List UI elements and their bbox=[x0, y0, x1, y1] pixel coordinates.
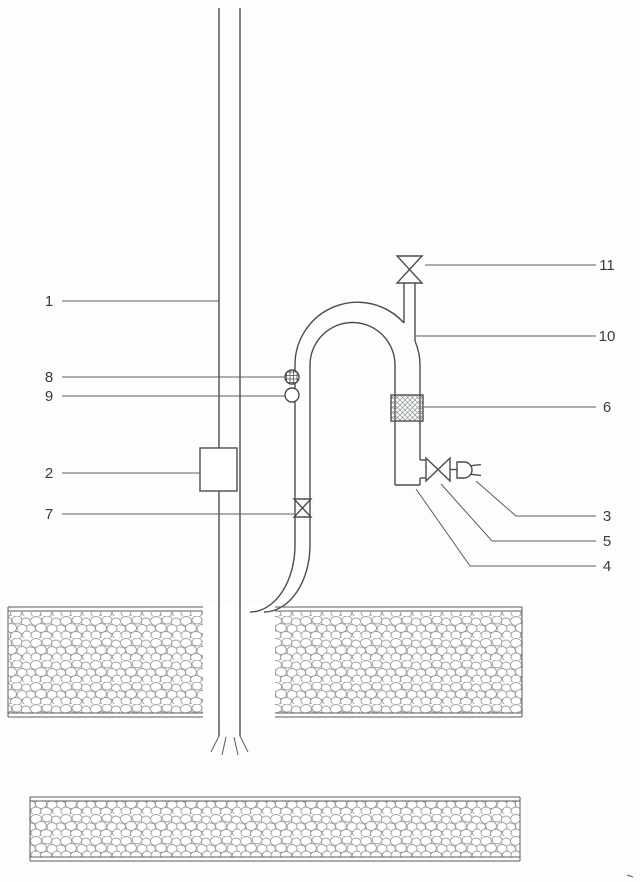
gravel-fill-lower bbox=[30, 801, 520, 857]
branch-pipe bbox=[420, 459, 426, 479]
callout-labels: 1 8 9 2 7 11 10 6 3 5 4 bbox=[45, 257, 616, 575]
leader-lines bbox=[62, 264, 596, 567]
arch-inner bbox=[309, 321, 396, 366]
arch-outer-right bbox=[414, 340, 421, 366]
riser-pipe bbox=[403, 283, 416, 341]
leader-5 bbox=[440, 483, 596, 542]
gooseneck-pipe bbox=[249, 301, 421, 613]
label-5: 5 bbox=[603, 533, 611, 550]
ground-layer-lower bbox=[29, 796, 521, 862]
leader-3 bbox=[475, 480, 596, 517]
main-pipe bbox=[210, 8, 249, 756]
arch-outer-left bbox=[294, 301, 405, 366]
label-2: 2 bbox=[45, 465, 53, 482]
sensor-8-hatch bbox=[285, 370, 299, 384]
label-7: 7 bbox=[45, 506, 53, 523]
sensor-9-icon bbox=[284, 387, 300, 403]
branch-valve-icon bbox=[425, 456, 451, 483]
label-6: 6 bbox=[603, 399, 611, 416]
valve-11-icon bbox=[395, 255, 424, 284]
label-8: 8 bbox=[45, 369, 53, 386]
plug-icon bbox=[450, 461, 482, 479]
bottom-curve-inner bbox=[263, 544, 311, 613]
filter-6 bbox=[390, 394, 424, 422]
device-box-2 bbox=[199, 447, 238, 492]
label-4: 4 bbox=[603, 558, 611, 575]
valve-7-icon bbox=[292, 498, 313, 518]
leader-4 bbox=[415, 488, 596, 567]
label-9: 9 bbox=[45, 388, 53, 405]
label-11: 11 bbox=[599, 257, 615, 274]
pipe-bottom-flare bbox=[210, 735, 249, 756]
bottom-curve-outer bbox=[249, 544, 296, 613]
label-1: 1 bbox=[45, 293, 53, 310]
sensor-8-icon bbox=[284, 369, 300, 385]
label-10: 10 bbox=[599, 328, 616, 345]
pipe-ground-gap bbox=[203, 603, 275, 722]
scan-artifact bbox=[626, 874, 634, 878]
label-3: 3 bbox=[603, 508, 611, 525]
ground-lower-border bbox=[29, 796, 521, 862]
